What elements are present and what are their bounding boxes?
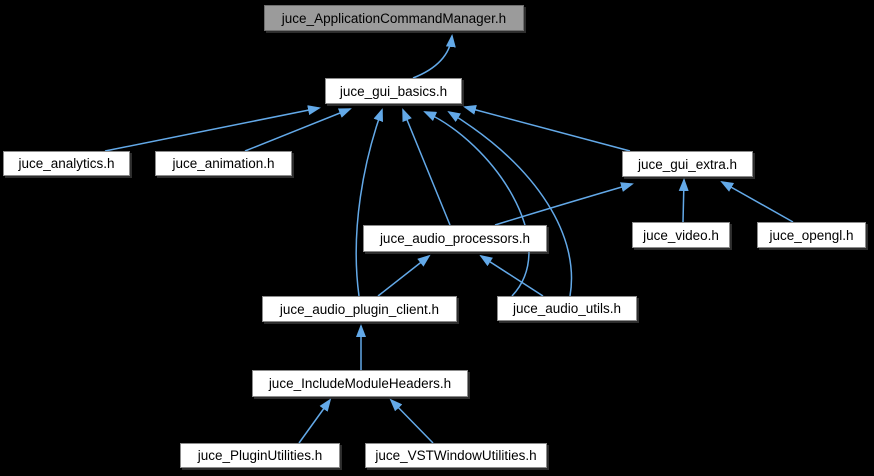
edge-gui-extra-to-gui-basics [463,105,631,152]
node-juce-animation-h[interactable]: juce_animation.h [155,151,292,176]
node-juce-gui-extra-h[interactable]: juce_gui_extra.h [622,151,753,177]
edge-analytics-to-gui-basics [104,105,321,152]
edge-plugin-utilities-to-imh [298,398,332,444]
edge-video-to-gui-extra [678,178,689,223]
edge-plugin-client-to-gui-basics [355,108,383,297]
node-juce-applicationcommandmanager-h[interactable]: juce_ApplicationCommandManager.h [264,5,524,31]
node-juce-audio-plugin-client-h[interactable]: juce_audio_plugin_client.h [262,296,457,322]
edge-animation-to-gui-basics [244,108,352,152]
node-juce-audio-processors-h[interactable]: juce_audio_processors.h [363,225,547,252]
edge-gui-basics-to-acm [412,34,456,79]
node-juce-video-h[interactable]: juce_video.h [632,222,730,248]
node-juce-gui-basics-h[interactable]: juce_gui_basics.h [325,78,462,104]
node-juce-pluginutilities-h[interactable]: juce_PluginUtilities.h [180,443,340,468]
edge-audio-utils-to-gui-basics-strand [423,111,530,297]
edge-opengl-to-gui-extra [720,181,794,223]
node-juce-analytics-h[interactable]: juce_analytics.h [3,151,130,176]
edge-vst-window-utils-to-imh [389,398,434,444]
node-juce-audio-utils-h[interactable]: juce_audio_utils.h [497,296,637,321]
edge-plugin-client-to-audio-processors [377,254,431,297]
edge-audio-utils-to-audio-processors [479,254,544,297]
node-juce-opengl-h[interactable]: juce_opengl.h [757,222,866,248]
edge-audio-utils-to-gui-basics [447,110,573,297]
node-juce-includemoduleheaders-h[interactable]: juce_IncludeModuleHeaders.h [252,370,468,397]
node-juce-vstwindowutilities-h[interactable]: juce_VSTWindowUtilities.h [365,443,547,468]
edge-audio-processors-to-gui-extra [494,182,634,226]
edge-audio-processors-to-gui-basics [402,108,451,226]
